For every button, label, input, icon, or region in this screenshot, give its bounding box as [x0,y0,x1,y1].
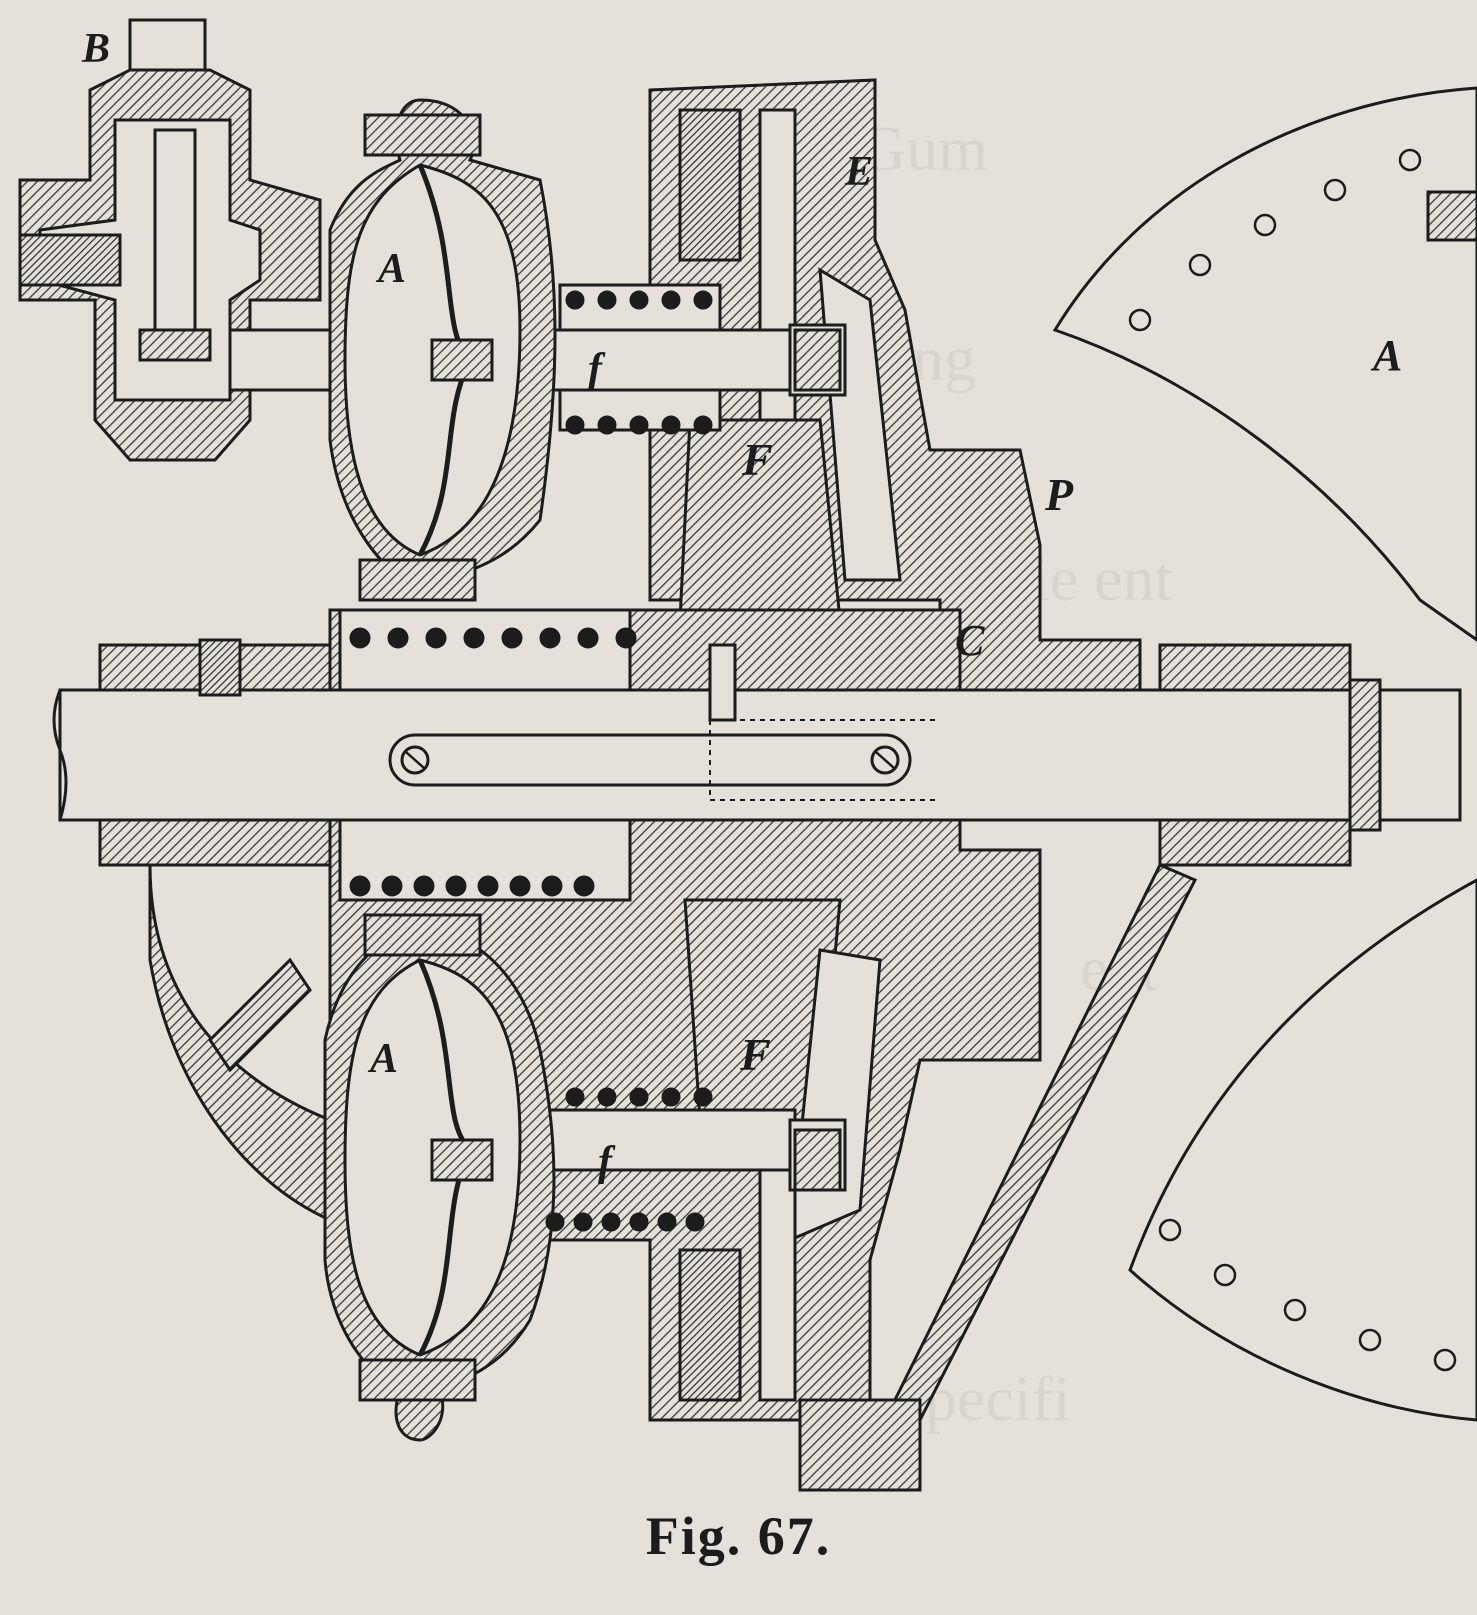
valve-b [18,18,332,462]
disk-hole [1283,1298,1307,1322]
spring-coil [565,290,585,310]
spring-coil [661,1087,681,1107]
disk-hole [1358,1328,1382,1352]
figure-caption: Fig. 67. [645,1506,832,1566]
disk-holes [1128,148,1457,1372]
spring-coil [349,875,371,897]
spring-coil [601,1212,621,1232]
spring-coil [629,1087,649,1107]
spring-coil [685,1212,705,1232]
spring-coil [629,415,649,435]
spring-coil [477,875,499,897]
label-c: C [955,616,985,665]
spring-coil [597,290,617,310]
label-a-disk: A [1370,331,1402,380]
label-f-bottom-large: F [739,1029,771,1080]
left-bearing [98,638,332,1223]
shaft [52,640,1462,822]
disk-hole [1398,148,1422,172]
spring-coil [577,627,599,649]
spring-coil [661,290,681,310]
spring-coil [565,1087,585,1107]
disk-hole [1433,1348,1457,1372]
spring-coil [413,875,435,897]
svg-text:Gum: Gum [860,113,988,184]
perforated-disk-fragment [1052,86,1477,1422]
spring-coil [693,415,713,435]
label-b: B [81,26,110,72]
disk-hole [1213,1263,1237,1287]
spring-coil [445,875,467,897]
right-bearing-and-bracket [882,643,1382,1422]
spring-coil [693,1087,713,1107]
spring-coil [545,1212,565,1232]
spring-coil [693,290,713,310]
spring-coil [387,627,409,649]
label-f-bottom-small: f [598,1139,616,1185]
spindles [430,328,842,1192]
disk-hole [1188,253,1212,277]
disk-hole [1323,178,1347,202]
spring-coil [661,415,681,435]
spring-coil [597,1087,617,1107]
label-p: P [1044,469,1074,520]
label-e: E [844,149,873,195]
coil-springs [349,290,713,1232]
spring-coil [629,1212,649,1232]
disk-hole [1128,308,1152,332]
spring-coil [381,875,403,897]
spring-coil [539,627,561,649]
spring-coil [565,415,585,435]
spring-coil [629,290,649,310]
spring-coil [657,1212,677,1232]
label-a-bottom: A [367,1036,398,1082]
spring-coil [615,627,637,649]
disk-hole [1158,1218,1182,1242]
spring-coil [573,1212,593,1232]
label-f-top-large: F [741,434,773,485]
spring-coil [541,875,563,897]
part-labels: B A E f F P C A F f A [81,26,1402,1185]
label-f-top-small: f [588,346,606,392]
spring-coil [425,627,447,649]
disk-hole [1253,213,1277,237]
spring-coil [597,415,617,435]
spring-coil [463,627,485,649]
spring-coil [509,875,531,897]
spring-coil [573,875,595,897]
spring-coil [501,627,523,649]
upper-housing [328,78,1142,692]
label-a-top: A [375,246,406,292]
spring-coil [349,627,371,649]
